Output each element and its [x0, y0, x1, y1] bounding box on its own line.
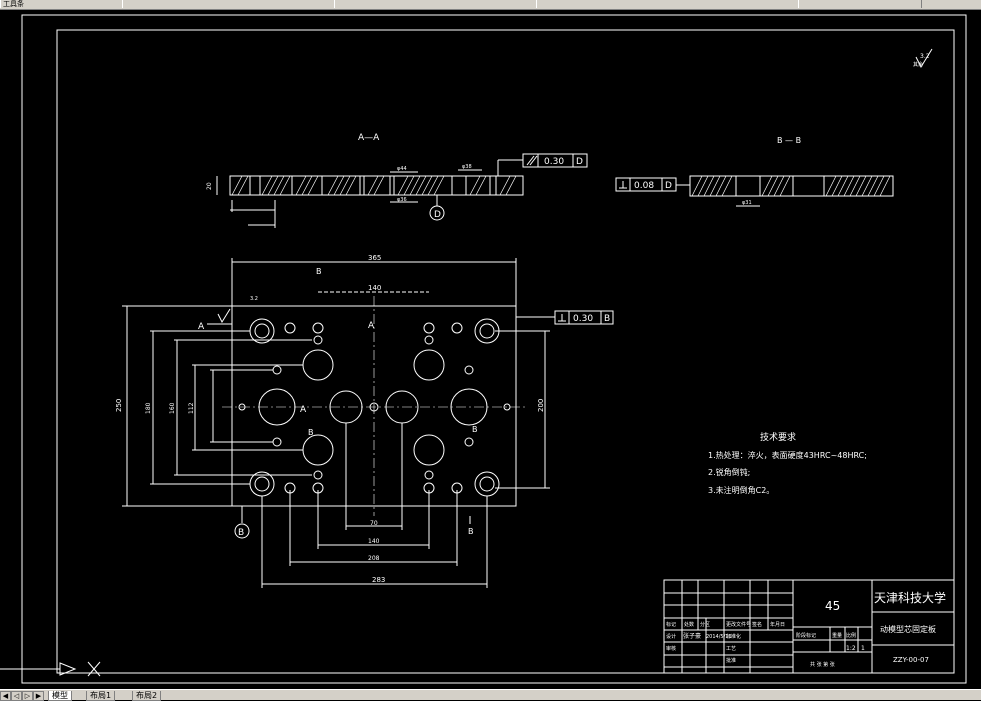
- dim-phi31-text: φ31: [742, 200, 752, 206]
- technical-requirements: 技术要求 1.热处理：淬火，表面硬度43HRC~48HRC; 2.锐角倒钝; 3…: [708, 431, 867, 495]
- roughness-symbol-corner: 其余 3.2: [913, 48, 933, 69]
- datum-d-label: D: [434, 210, 441, 220]
- section-b-marker-top: B: [316, 267, 322, 276]
- dim-bottom-70-text: 70: [370, 520, 378, 527]
- section-a-marker-left: A: [198, 322, 205, 332]
- toolbar-layer-control[interactable]: 工具条: [0, 0, 124, 8]
- tb-standardization-label: 标准化: [726, 633, 741, 640]
- tb-label-mark: 标记: [666, 621, 676, 628]
- title-block: 标记 处数 分区 更改文件号 签名 年月日 设计 张子豪 2014/5/10 标…: [663, 579, 955, 674]
- dim-bottom-283-text: 283: [372, 576, 385, 584]
- tb-part-name: 动模型芯固定板: [880, 624, 936, 634]
- plan-view: 365 140 250 180 160 112 200 70 140 208 2: [115, 254, 614, 588]
- tech-req-item-3: 3.未注明倒角C2。: [708, 485, 774, 495]
- tolerance-perp-bb-datum: D: [665, 181, 672, 191]
- dim-bottom-208-text: 208: [368, 555, 380, 562]
- application-toolbar: 工具条: [0, 0, 981, 10]
- tb-design-date: 2014/5/10: [706, 634, 732, 640]
- tech-req-item-1: 1.热处理：淬火，表面硬度43HRC~48HRC;: [708, 450, 867, 460]
- tb-scale-value: 1:2: [846, 645, 856, 652]
- outer-sheet-border: [21, 14, 967, 684]
- section-aa-title: A—A: [358, 133, 380, 143]
- tab-layout2[interactable]: 布局2: [132, 691, 162, 701]
- datum-d-circle: [429, 205, 445, 221]
- tb-scale-label: 比例: [846, 632, 856, 639]
- dim-thickness-text: 20: [206, 182, 213, 190]
- drawing-canvas[interactable]: 其余 3.2 A—A 20 φ44 φ36: [0, 10, 981, 689]
- roughness-other-label: 其余: [913, 61, 923, 68]
- tb-label-zone: 分区: [700, 621, 710, 628]
- tab-model[interactable]: 模型: [48, 691, 72, 701]
- tech-req-item-2: 2.锐角倒钝;: [708, 467, 750, 477]
- tolerance-flatness-value: 0.30: [544, 157, 564, 167]
- tb-drawing-number: ZZY-00-07: [893, 656, 929, 664]
- tb-sheet-value: 1: [861, 645, 865, 652]
- section-b-marker-mid1: B: [308, 428, 314, 437]
- toolbar-properties[interactable]: [122, 0, 336, 8]
- section-b-marker-mid2: B: [472, 425, 478, 434]
- tb-label-count: 处数: [684, 621, 694, 628]
- tb-school-name: 天津科技大学: [874, 590, 946, 605]
- toolbar-linetype[interactable]: [334, 0, 538, 8]
- tab-nav-last-icon[interactable]: ▶: [33, 691, 44, 701]
- tolerance-perp-main-datum: B: [604, 314, 610, 324]
- tolerance-frame-perp-bb: 0.08 D: [615, 177, 677, 192]
- section-aa-view: 20 φ44 φ36 φ38 0.30 D D: [206, 153, 588, 228]
- inner-frame-border: [56, 29, 955, 674]
- tb-sheets-label: 共 张 第 张: [810, 661, 835, 668]
- dim-left-b-text: 160: [169, 402, 176, 414]
- tolerance-frame-perp-main: 0.30 B: [554, 310, 614, 325]
- layout-tab-bar: ◀ ◁ ▷ ▶ 模型 布局1 布局2: [0, 689, 981, 701]
- dim-bottom-140-text: 140: [368, 538, 380, 545]
- toolbar-layer-label: 工具条: [3, 0, 24, 8]
- tab-nav-prev-icon[interactable]: ◁: [11, 691, 22, 701]
- roughness-corner-value: 3.2: [920, 53, 930, 60]
- section-a-marker-center: A: [368, 321, 375, 331]
- tolerance-perp-bb-value: 0.08: [634, 181, 654, 191]
- tb-design-label: 设计: [666, 633, 676, 640]
- dim-right-height-text: 200: [537, 399, 545, 412]
- toolbar-plotstyle[interactable]: [798, 0, 922, 8]
- section-b-marker-bottom: B: [468, 527, 474, 536]
- tb-material: 45: [825, 599, 840, 613]
- datum-b-label: B: [238, 528, 244, 538]
- dim-top-width-text: 365: [368, 254, 381, 262]
- section-bb-title: B — B: [777, 136, 801, 145]
- toolbar-lineweight[interactable]: [536, 0, 800, 8]
- cad-drawing: 其余 3.2 A—A 20 φ44 φ36: [0, 14, 967, 684]
- dim-left-c-text: 112: [188, 402, 195, 414]
- tab-layout1[interactable]: 布局1: [86, 691, 116, 701]
- tolerance-frame-flatness: 0.30 D: [522, 153, 588, 168]
- tab-nav-first-icon[interactable]: ◀: [0, 691, 11, 701]
- tb-review-label: 审核: [666, 645, 676, 652]
- tb-process-label: 工艺: [726, 646, 736, 652]
- tb-label-date: 年月日: [770, 621, 785, 628]
- tb-stage-label: 阶段标记: [796, 632, 816, 639]
- dim-left-height-text: 250: [115, 399, 123, 412]
- dim-phi36-text: φ36: [397, 197, 407, 203]
- dim-phi44-text: φ44: [397, 166, 407, 172]
- roughness-mid-value: 3.2: [250, 296, 258, 302]
- datum-b-circle: [234, 523, 250, 539]
- ucs-arrow-icon: [59, 662, 77, 676]
- tab-nav-next-icon[interactable]: ▷: [22, 691, 33, 701]
- dim-phi38-text: φ38: [462, 164, 472, 170]
- tolerance-flatness-datum: D: [576, 157, 583, 167]
- section-a-marker-bottom: A: [300, 405, 307, 415]
- tb-approve-label: 批准: [726, 657, 736, 664]
- section-bb-view: φ31 0.08 D: [615, 175, 894, 207]
- tb-weight-label: 重量: [832, 632, 842, 639]
- tb-designer-name: 张子豪: [683, 632, 701, 640]
- dim-top-inner-text: 140: [368, 284, 381, 292]
- dim-left-a-text: 180: [145, 402, 152, 414]
- tb-label-change-doc: 更改文件号: [726, 621, 751, 628]
- tb-label-sign: 签名: [752, 621, 762, 628]
- tolerance-perp-main-value: 0.30: [573, 314, 593, 324]
- tech-req-title: 技术要求: [760, 431, 796, 443]
